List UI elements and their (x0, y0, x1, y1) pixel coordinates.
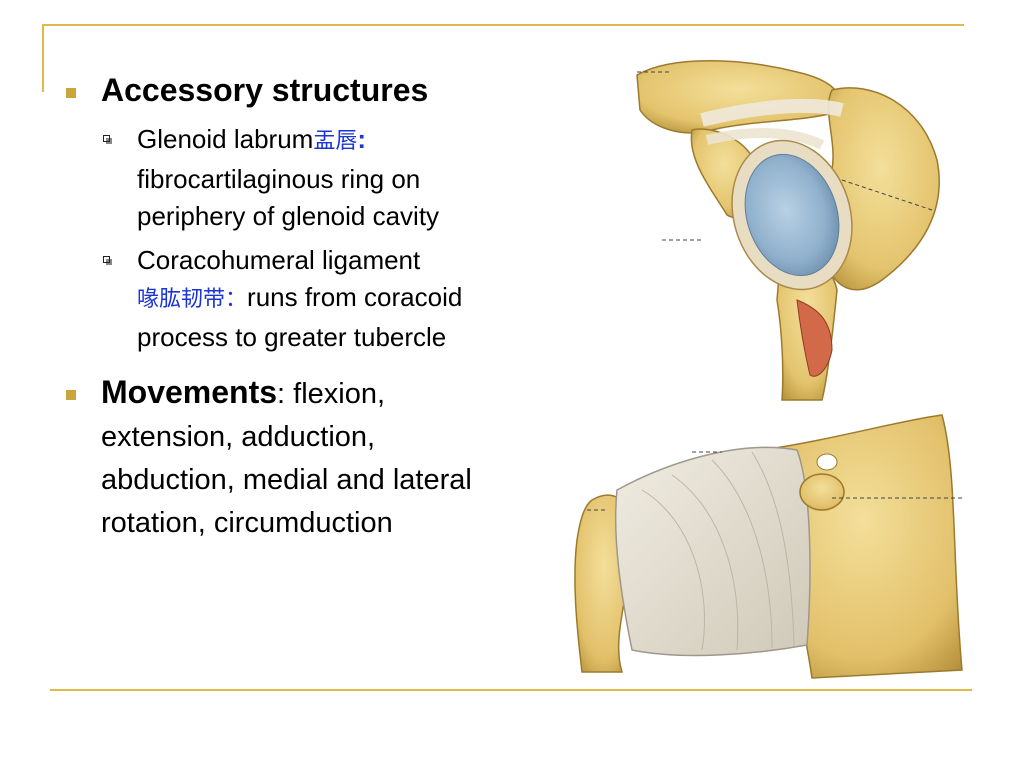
glenoid-cavity-illustration (636, 60, 940, 401)
term-colon: : (357, 124, 366, 154)
term-colon: ： (225, 287, 248, 312)
subbullet-glenoid-labrum: Glenoid labrum盂唇: fibrocartilaginous rin… (58, 121, 498, 236)
bullet-title: Accessory structures (101, 72, 429, 108)
term: Glenoid labrum (137, 124, 314, 154)
subbullet-coracohumeral-ligament: Coracohumeral ligament 喙肱韧带：runs from co… (58, 242, 498, 357)
chinese-term: 喙肱韧带 (137, 287, 226, 312)
square-bullet-icon (66, 88, 76, 98)
hollow-square-bullet-icon (103, 255, 112, 265)
chinese-term: 盂唇 (313, 129, 358, 154)
term-description: runs from coracoid process to greater tu… (137, 282, 463, 352)
frame-top-line (42, 24, 964, 26)
square-bullet-icon (66, 390, 76, 400)
joint-capsule-illustration (574, 414, 964, 679)
term: Coracohumeral ligament (137, 244, 421, 275)
bullet-title: Movements (101, 374, 278, 410)
bullet-accessory-structures: Accessory structures (58, 70, 498, 111)
hollow-square-bullet-icon (103, 135, 112, 144)
movements-list: : flexion, extension, adduction, abducti… (101, 378, 472, 539)
bullet-movements: Movements: flexion, extension, adduction… (58, 372, 481, 544)
frame-bottom-line (50, 689, 972, 691)
term-description: fibrocartilaginous ring on periphery of … (137, 163, 440, 232)
slide-body: Accessory structures Glenoid labrum盂唇: f… (58, 70, 498, 554)
frame-left-line (42, 24, 44, 92)
